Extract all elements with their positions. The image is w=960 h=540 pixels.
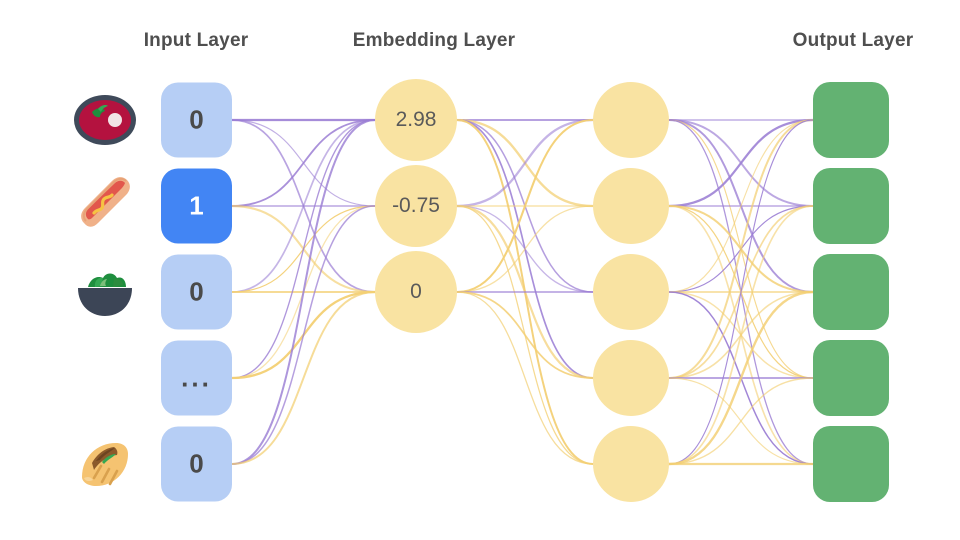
input-node-value: 0: [189, 104, 204, 135]
output-node-3[interactable]: [813, 340, 889, 416]
hot-dog-icon: [70, 171, 140, 241]
embedding-node-value: 0: [410, 280, 422, 303]
hidden-node-1[interactable]: [593, 168, 669, 244]
taco-icon: [70, 429, 140, 499]
output-node-1[interactable]: [813, 168, 889, 244]
hidden-node-2[interactable]: [593, 254, 669, 330]
embedding-node-value: -0.75: [392, 194, 440, 217]
embedding-node-0[interactable]: 2.98: [375, 79, 457, 161]
hidden-node-3[interactable]: [593, 340, 669, 416]
hidden-node-4[interactable]: [593, 426, 669, 502]
stew-bowl-icon: [70, 85, 140, 155]
input-node-value: 1: [189, 190, 204, 221]
hidden-node-0[interactable]: [593, 82, 669, 158]
embedding-node-2[interactable]: 0: [375, 251, 457, 333]
input-node-value: 0: [189, 448, 204, 479]
output-node-2[interactable]: [813, 254, 889, 330]
layer-title-input: Input Layer: [143, 30, 249, 51]
output-node-0[interactable]: [813, 82, 889, 158]
layer-title-output: Output Layer: [792, 30, 914, 51]
input-node-value: 0: [189, 276, 204, 307]
layer-title-embedding: Embedding Layer: [352, 30, 516, 51]
input-node-4[interactable]: 0: [161, 426, 232, 502]
input-node-2[interactable]: 0: [161, 254, 232, 330]
embedding-node-1[interactable]: -0.75: [375, 165, 457, 247]
input-node-0[interactable]: 0: [161, 82, 232, 158]
input-node-value: ...: [181, 362, 212, 393]
embedding-node-value: 2.98: [395, 108, 437, 131]
input-node-3[interactable]: ...: [161, 340, 232, 416]
output-node-4[interactable]: [813, 426, 889, 502]
input-node-1[interactable]: 1: [161, 168, 232, 244]
green-salad-icon: [70, 257, 140, 327]
